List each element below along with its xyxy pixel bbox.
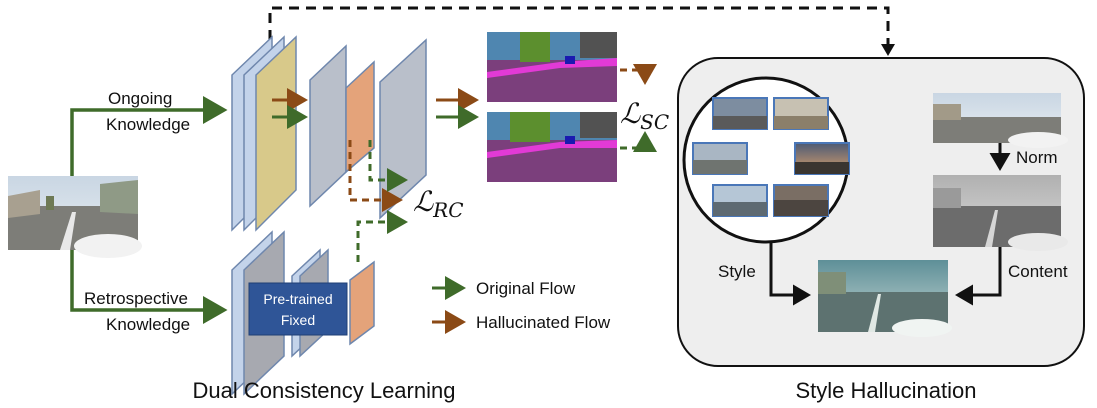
caption-style-hallucination: Style Hallucination [796, 378, 977, 403]
ongoing-label-line2: Knowledge [106, 115, 190, 134]
normalized-image [933, 175, 1068, 251]
style-basis-circle [682, 76, 850, 244]
original-dash-to-rc-top [368, 140, 408, 192]
ongoing-label-line1: Ongoing [108, 89, 172, 108]
caption-dual-consistency: Dual Consistency Learning [193, 378, 456, 403]
loss-rc: ℒRC [413, 185, 464, 222]
content-label: Content [1008, 262, 1068, 281]
legend-original-label: Original Flow [476, 279, 576, 298]
style-thumb-5 [712, 184, 768, 217]
style-injection-dashed-path [268, 6, 895, 56]
hallucinated-image [818, 260, 952, 337]
original-dash-to-rc-bottom [356, 210, 408, 262]
style-thumb-1 [712, 97, 768, 130]
retrospective-flow-line [70, 250, 228, 324]
segmentation-output-original [487, 112, 617, 182]
retrospective-label-line1: Retrospective [84, 289, 188, 308]
svg-text:Pre-trained: Pre-trained [263, 291, 332, 307]
student-encoder-layers [231, 35, 427, 232]
style-thumb-3 [692, 142, 748, 175]
style-label: Style [718, 262, 756, 281]
hallucinated-dash-to-rc [348, 140, 403, 212]
hallucinated-dash-to-sc [620, 64, 657, 85]
content-image [933, 93, 1068, 148]
style-arrow [769, 243, 811, 306]
segmentation-output-hallucinated [487, 32, 617, 102]
content-arrow [955, 247, 1002, 306]
pretrained-fixed-box: Pre-trained Fixed [248, 282, 348, 336]
original-dash-to-sc [620, 131, 657, 152]
svg-text:Fixed: Fixed [281, 312, 315, 328]
legend-hallucinated-label: Hallucinated Flow [476, 313, 611, 332]
legend: Original Flow Hallucinated Flow [432, 276, 611, 334]
loss-sc: ℒSC [620, 97, 669, 134]
style-thumb-6 [773, 184, 829, 217]
retrospective-label-line2: Knowledge [106, 315, 190, 334]
ongoing-flow-line [70, 96, 228, 176]
norm-label: Norm [1016, 148, 1058, 167]
input-image [8, 176, 142, 258]
style-thumb-2 [773, 97, 829, 130]
style-thumb-4 [794, 142, 850, 175]
